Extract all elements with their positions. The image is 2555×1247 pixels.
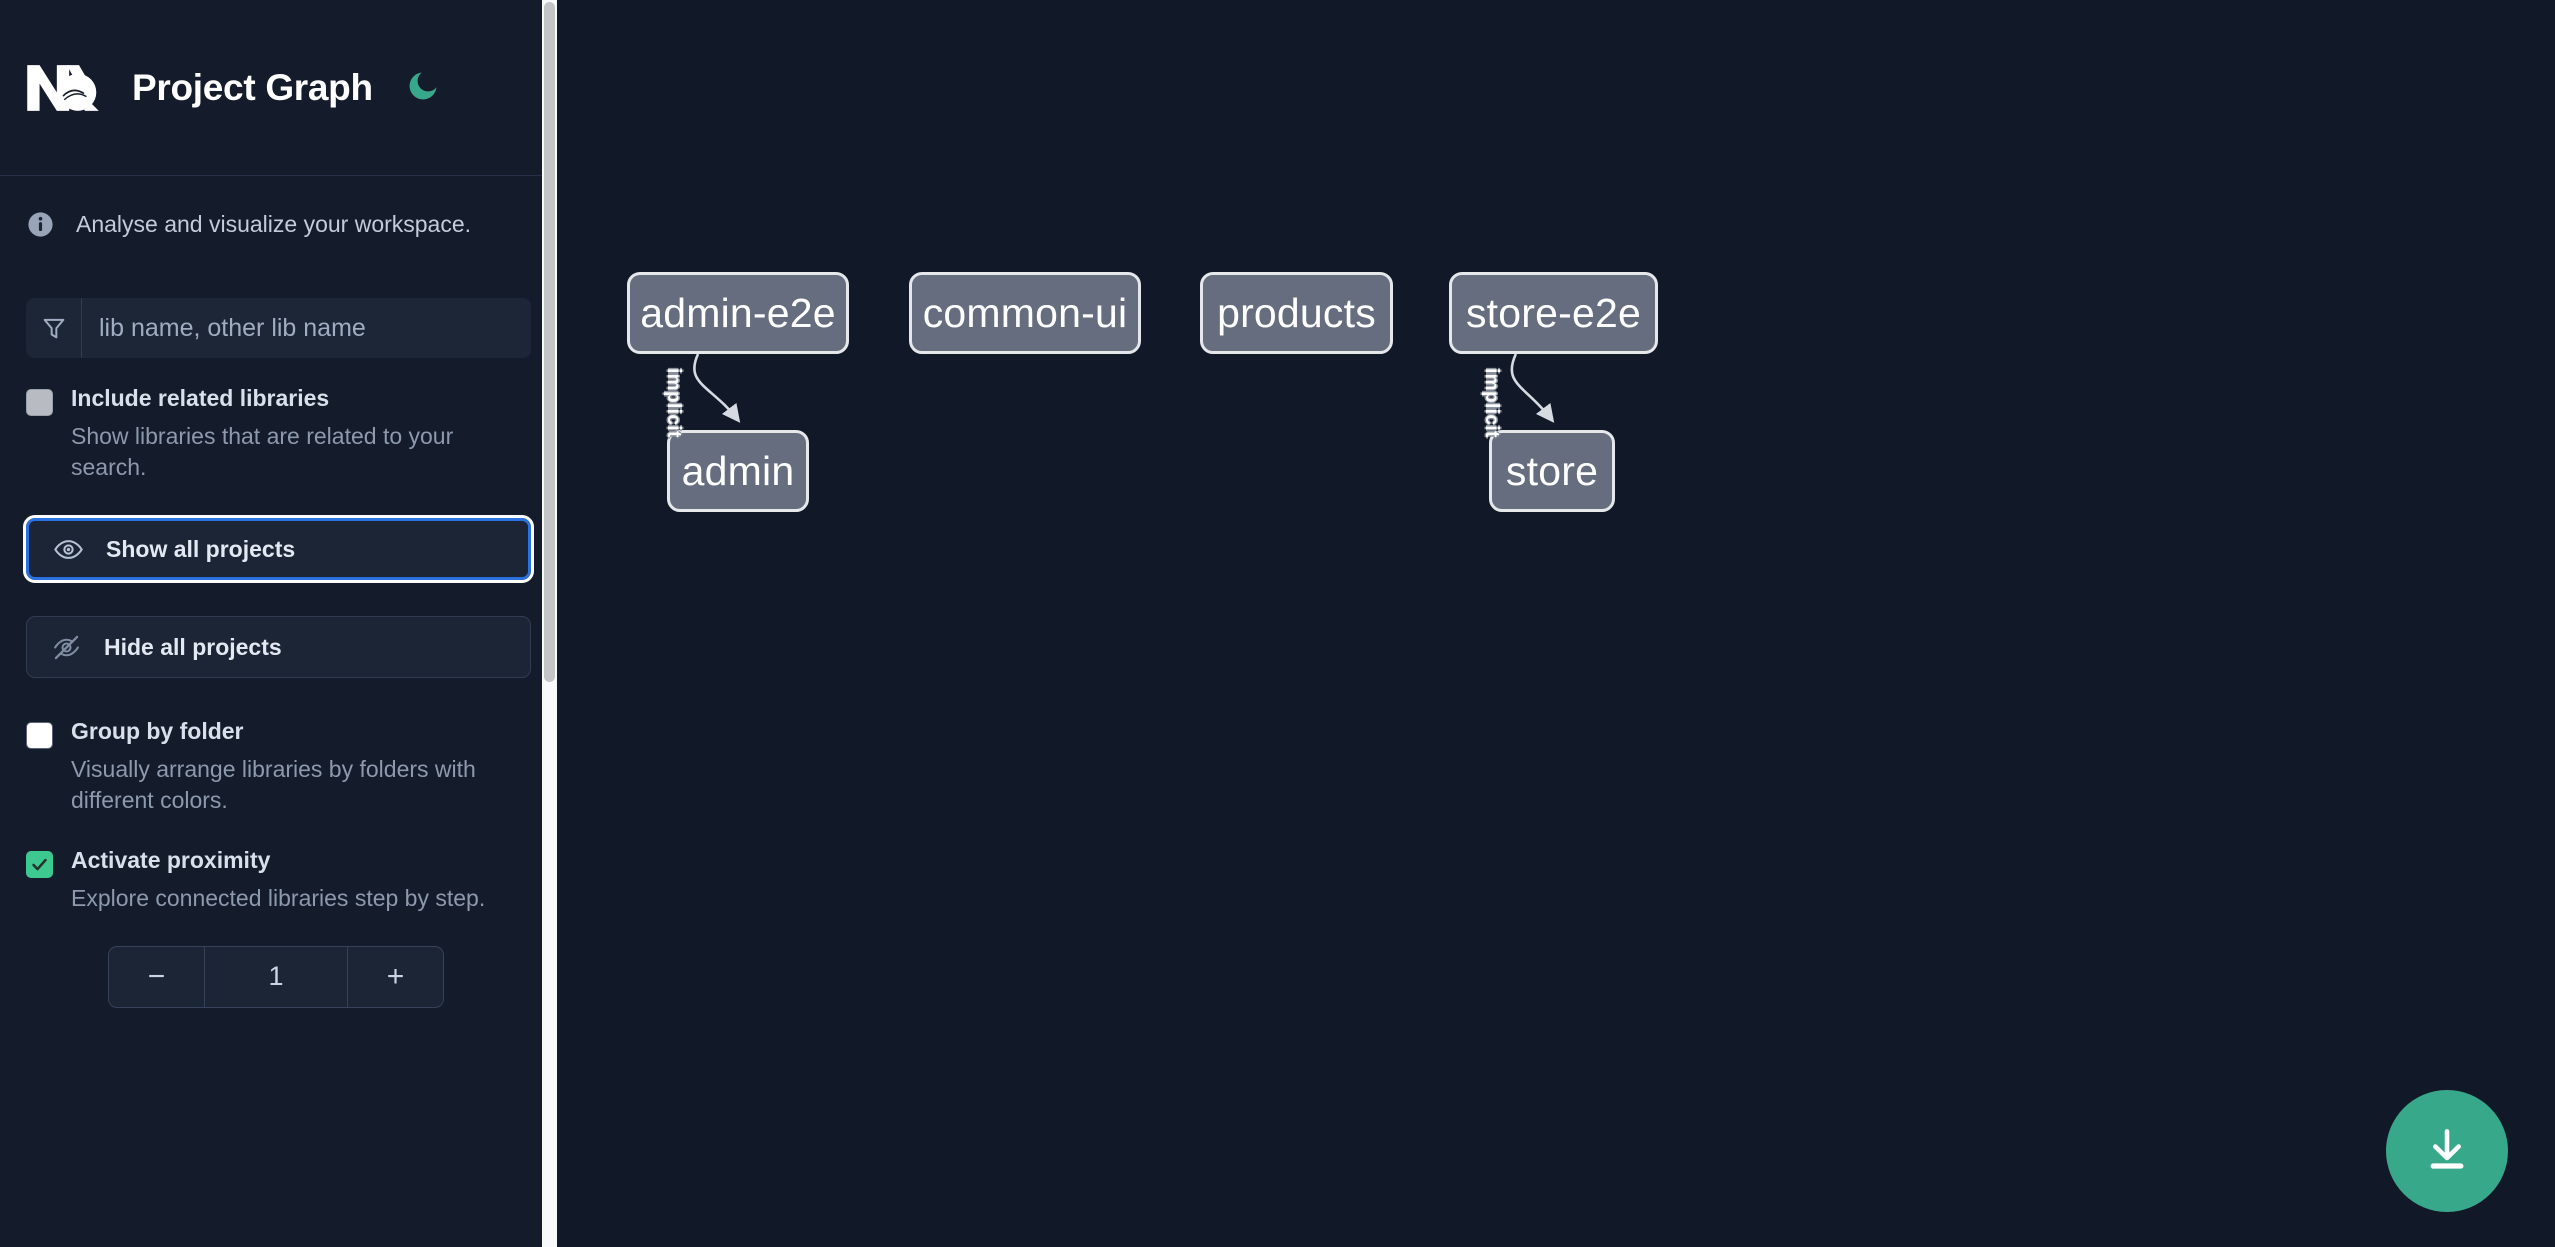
info-circle-icon bbox=[26, 210, 55, 239]
option-label: Group by folder bbox=[71, 718, 244, 745]
option-activate-proximity: Activate proximity Explore connected lib… bbox=[0, 847, 557, 914]
graph-node-admin-e2e[interactable]: admin-e2e bbox=[627, 272, 849, 354]
option-row[interactable]: Activate proximity bbox=[26, 847, 531, 879]
option-label: Include related libraries bbox=[71, 385, 330, 411]
include-related-libraries-checkbox[interactable] bbox=[26, 389, 53, 416]
graph-edges bbox=[693, 353, 1555, 423]
sidebar: Project Graph Analyse and visualize your… bbox=[0, 0, 557, 1247]
proximity-decrement-button[interactable]: − bbox=[109, 946, 205, 1007]
hide-all-projects-button[interactable]: Hide all projects bbox=[26, 616, 531, 679]
option-description: Explore connected libraries step by step… bbox=[71, 885, 486, 912]
graph-node-admin[interactable]: admin bbox=[667, 430, 809, 512]
download-graph-button[interactable] bbox=[2386, 1090, 2508, 1212]
proximity-increment-button[interactable]: + bbox=[347, 946, 443, 1007]
theme-toggle-button[interactable] bbox=[401, 66, 445, 110]
graph-edge-admin-e2e-to-admin bbox=[693, 353, 741, 423]
option-include-related-libraries: Include related libraries Show libraries… bbox=[0, 385, 557, 482]
option-description: Visually arrange libraries by folders wi… bbox=[71, 756, 476, 813]
moon-icon bbox=[405, 68, 441, 107]
option-label: Activate proximity bbox=[71, 847, 271, 874]
option-group-by-folder: Group by folder Visually arrange librari… bbox=[0, 718, 557, 815]
graph-node-label: admin bbox=[681, 447, 795, 494]
graph-node-products[interactable]: products bbox=[1200, 272, 1393, 354]
graph-canvas[interactable]: admin-e2e common-ui products store-e2e admin… bbox=[557, 0, 2555, 1247]
sidebar-scrollbar-track[interactable] bbox=[542, 0, 557, 1247]
search-filter bbox=[26, 298, 531, 358]
sidebar-header: Project Graph bbox=[0, 0, 557, 176]
sidebar-scrollbar-thumb[interactable] bbox=[544, 2, 555, 682]
workspace-subtitle: Analyse and visualize your workspace. bbox=[0, 176, 557, 272]
graph-edge-store-e2e-to-store bbox=[1510, 353, 1555, 423]
show-all-projects-label: Show all projects bbox=[106, 535, 296, 562]
option-description: Show libraries that are related to your … bbox=[71, 423, 454, 480]
graph-node-common-ui[interactable]: common-ui bbox=[909, 272, 1141, 354]
search-input[interactable] bbox=[82, 298, 531, 358]
download-icon bbox=[2421, 1124, 2473, 1179]
eye-slash-icon bbox=[51, 632, 82, 663]
proximity-stepper: − 1 + bbox=[108, 945, 444, 1008]
workspace-subtitle-text: Analyse and visualize your workspace. bbox=[76, 210, 472, 237]
graph-node-label: store bbox=[1505, 447, 1599, 494]
option-row[interactable]: Include related libraries bbox=[26, 385, 531, 416]
funnel-icon bbox=[26, 298, 82, 358]
hide-all-projects-label: Hide all projects bbox=[104, 633, 282, 660]
group-by-folder-checkbox[interactable] bbox=[26, 722, 53, 750]
graph-node-label: common-ui bbox=[922, 289, 1128, 336]
proximity-value: 1 bbox=[268, 961, 284, 992]
graph-node-store[interactable]: store bbox=[1489, 430, 1615, 512]
graph-node-store-e2e[interactable]: store-e2e bbox=[1449, 272, 1658, 354]
visibility-button-group: Show all projects Hide all projects bbox=[0, 515, 557, 679]
page-title: Project Graph bbox=[132, 66, 373, 108]
graph-node-label: admin-e2e bbox=[640, 289, 836, 336]
graph-node-label: products bbox=[1217, 289, 1376, 336]
option-row[interactable]: Group by folder bbox=[26, 718, 531, 750]
graph-node-label: store-e2e bbox=[1465, 289, 1641, 336]
nx-logo-icon bbox=[26, 60, 100, 116]
eye-icon bbox=[53, 534, 84, 565]
show-all-projects-button[interactable]: Show all projects bbox=[23, 515, 534, 584]
proximity-stepper-wrap: − 1 + bbox=[0, 945, 557, 1008]
activate-proximity-checkbox[interactable] bbox=[26, 851, 53, 879]
